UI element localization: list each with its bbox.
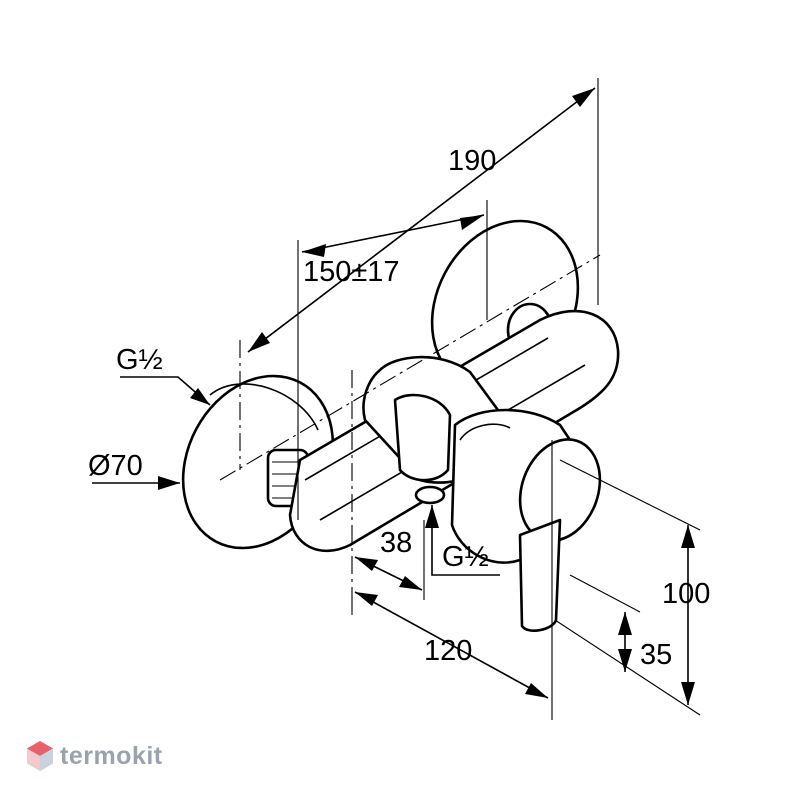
termokit-logo-icon xyxy=(27,741,53,771)
dim-projection: 120 xyxy=(424,635,472,667)
dim-outlet-height: 35 xyxy=(640,639,672,671)
dim-centre-distance: 150±17 xyxy=(303,256,400,288)
mixer-body xyxy=(181,219,620,632)
dimension-lines xyxy=(92,78,701,720)
dim-outlet-thread: G½ xyxy=(442,541,489,573)
dim-height: 100 xyxy=(662,578,710,610)
arrowheads xyxy=(158,88,695,705)
dim-overall-width: 190 xyxy=(448,145,496,177)
dim-inlet-thread: G½ xyxy=(116,344,163,376)
dim-outlet-offset: 38 xyxy=(380,527,412,559)
center-lines xyxy=(219,254,601,600)
watermark: termokit xyxy=(26,738,163,774)
dim-rosette-diameter: Ø70 xyxy=(88,450,143,482)
watermark-text: termokit xyxy=(60,741,163,770)
dimension-labels: 190 150±17 G½ Ø70 38 G½ 120 100 35 xyxy=(88,145,710,671)
